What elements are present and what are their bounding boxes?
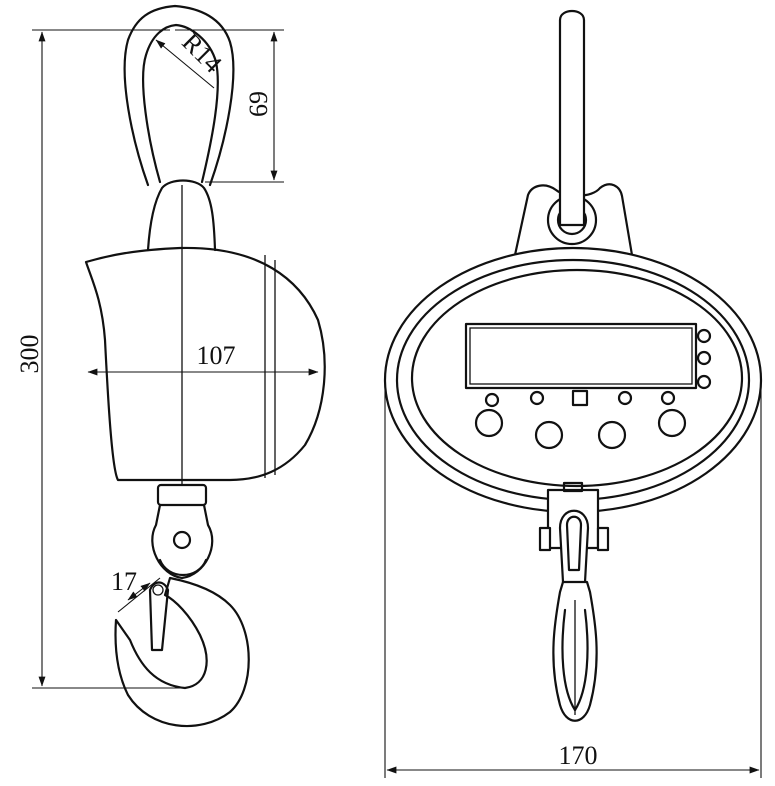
- dim-total-height: 300: [15, 335, 44, 374]
- hook-front: [552, 580, 598, 722]
- dim-body-width: 107: [197, 341, 236, 370]
- large-button-1: [474, 408, 504, 438]
- display-panel: [464, 322, 698, 390]
- top-hanger: [513, 9, 634, 257]
- side-view: [84, 4, 326, 728]
- side-dimensions: [32, 29, 319, 689]
- scale-body-side: [84, 185, 326, 485]
- indicator-light-1: [696, 328, 712, 344]
- small-button-1: [484, 392, 500, 408]
- indicator-light-2: [696, 350, 712, 366]
- small-button-2: [529, 390, 545, 406]
- dim-front-width: 170: [559, 741, 598, 770]
- small-button-4: [660, 390, 676, 406]
- large-button-3: [597, 420, 627, 450]
- neck: [146, 179, 217, 252]
- front-dimensions: [384, 380, 762, 778]
- swivel: [151, 483, 214, 580]
- front-swivel: [538, 481, 610, 591]
- indicator-light-3: [696, 374, 712, 390]
- large-button-4: [657, 408, 687, 438]
- small-button-3: [617, 390, 633, 406]
- sensor-window: [571, 389, 589, 407]
- front-view: [383, 9, 763, 722]
- hook-side: [114, 576, 250, 728]
- dim-shackle-radius: R14: [176, 27, 227, 78]
- large-button-2: [534, 420, 564, 450]
- dim-shackle-height: 69: [244, 91, 273, 117]
- shackle: [123, 4, 235, 187]
- dim-hook-opening: 17: [111, 567, 137, 596]
